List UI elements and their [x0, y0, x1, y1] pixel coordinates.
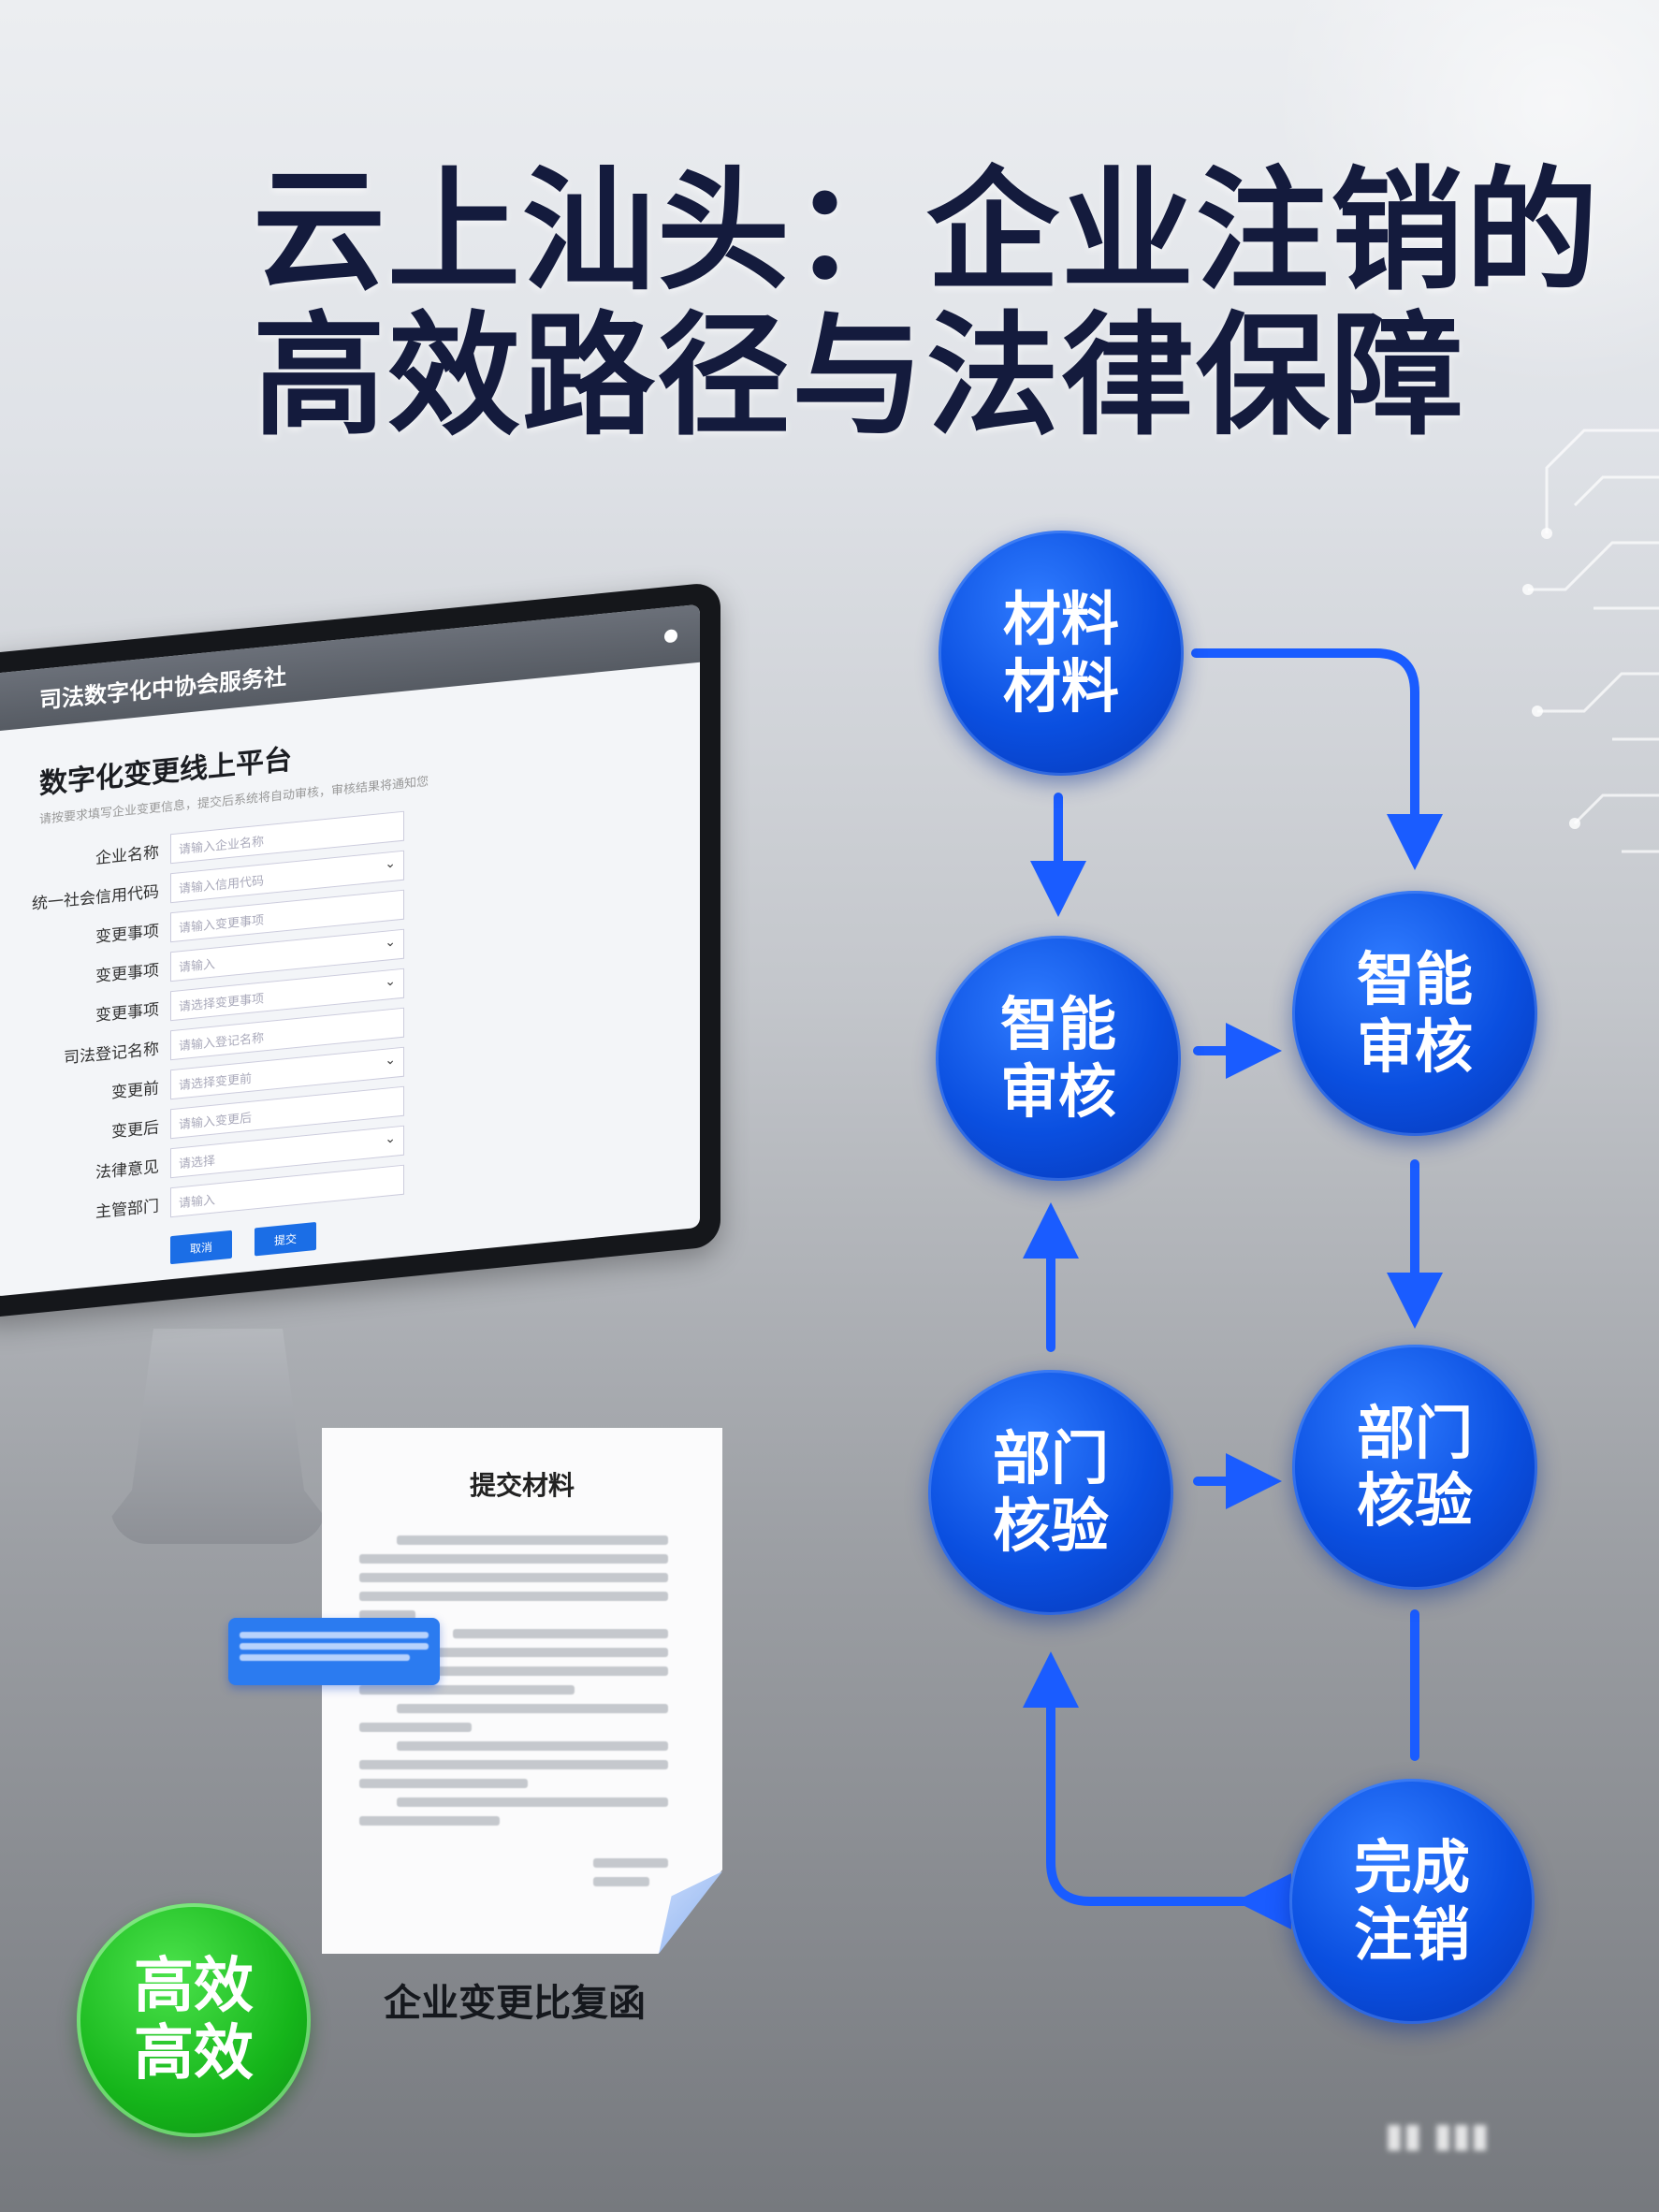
badge-line-2: 高效 [134, 2019, 254, 2088]
document-text-line [397, 1797, 668, 1807]
document-text-line [359, 1685, 575, 1695]
document-text-line [593, 1877, 649, 1886]
flow-node-materials: 材料材料 [939, 531, 1184, 776]
node-label: 注销 [1353, 1900, 1470, 1969]
node-label: 审核 [1356, 1012, 1473, 1081]
node-label: 智能 [999, 990, 1116, 1058]
document-text-line [359, 1779, 528, 1788]
node-label: 完成 [1353, 1833, 1470, 1901]
node-label: 部门 [992, 1424, 1109, 1492]
tooltip-line [240, 1632, 429, 1638]
document-text-line [359, 1573, 668, 1582]
arrow-n1-n3 [1191, 648, 1443, 870]
document-caption: 企业变更比复函 [384, 1982, 646, 2025]
document-text-line [397, 1535, 668, 1545]
node-label: 核验 [1356, 1466, 1473, 1535]
document-text-line [434, 1648, 668, 1657]
title-line-1: 云上汕头：企业注销的 [253, 154, 1600, 309]
watermark-logo: ▮▮ ▮▮▮ [1385, 2117, 1490, 2155]
document-text-line [359, 1816, 500, 1826]
document-text-line [453, 1629, 668, 1638]
title-line-2: 高效路径与法律保障 [253, 299, 1465, 454]
document-text-line [359, 1610, 415, 1620]
efficiency-badge: 高效 高效 [77, 1903, 311, 2137]
circuit-lines-decoration [1522, 429, 1659, 853]
document: 提交材料 [322, 1428, 722, 1954]
flow-node-dept-verify-left: 部门核验 [928, 1370, 1173, 1615]
node-label: 材料 [1002, 585, 1119, 653]
highlight-tooltip [228, 1618, 440, 1685]
arrow-n6-n4 [1023, 1652, 1291, 1929]
flow-node-smart-review-left: 智能审核 [936, 936, 1181, 1181]
document-text-line [359, 1554, 668, 1564]
document-text-line [359, 1760, 668, 1769]
flow-node-complete-cancellation: 完成注销 [1289, 1779, 1535, 2024]
node-label: 审核 [999, 1057, 1116, 1126]
node-label: 智能 [1356, 945, 1473, 1013]
node-label: 核验 [992, 1492, 1109, 1560]
document-title: 提交材料 [469, 1470, 575, 1501]
tooltip-line [240, 1654, 410, 1661]
document-text-line [434, 1666, 668, 1676]
node-label: 材料 [1002, 652, 1119, 720]
document-text-line [359, 1723, 472, 1732]
node-label: 部门 [1356, 1399, 1473, 1467]
page-title: 云上汕头：企业注销的 高效路径与法律保障 [253, 159, 1600, 449]
tooltip-line [240, 1643, 429, 1650]
flow-node-smart-review-right: 智能审核 [1292, 891, 1537, 1136]
badge-line-1: 高效 [134, 1952, 254, 2021]
document-text-line [397, 1704, 668, 1713]
document-text-line [397, 1741, 668, 1751]
flow-node-dept-verify-right: 部门核验 [1292, 1345, 1537, 1590]
document-text-line [593, 1858, 668, 1868]
document-text-line [359, 1592, 668, 1601]
background-glow [1247, 0, 1659, 412]
